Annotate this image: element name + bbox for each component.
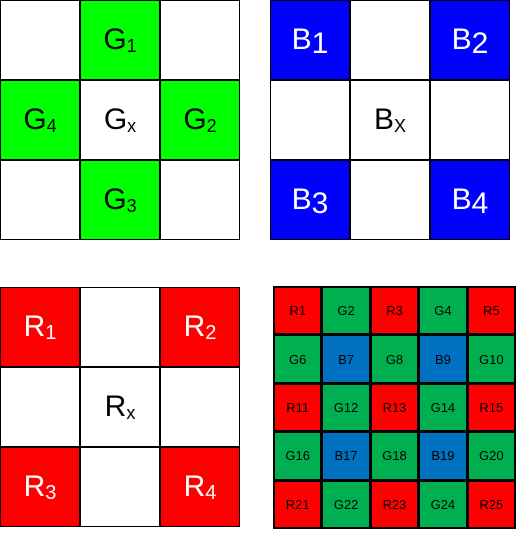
blue-cell — [270, 80, 350, 160]
green-cell — [160, 0, 240, 80]
bayer-cell-r3: R3 — [371, 288, 418, 334]
bayer-cell-g10: G10 — [468, 336, 514, 382]
bayer-cell-r13: R13 — [371, 384, 418, 431]
blue-cell — [350, 0, 430, 80]
bayer-cell-g6: G6 — [275, 336, 321, 382]
bayer-cell-g18: G18 — [371, 433, 418, 479]
bayer-cell-g14: G14 — [420, 384, 466, 431]
bayer-cell-b17: B17 — [323, 433, 369, 479]
bayer-cell-g12: G12 — [323, 384, 369, 431]
green-cell — [160, 160, 240, 240]
bayer-cell-b7: B7 — [323, 336, 369, 382]
blue-cell — [430, 80, 510, 160]
green-cell — [0, 160, 80, 240]
bayer-cell-b19: B19 — [420, 433, 466, 479]
red-cell — [0, 367, 80, 447]
bayer-cell-r25: R25 — [468, 481, 514, 527]
red-cell — [160, 367, 240, 447]
bayer-cell-g8: G8 — [371, 336, 418, 382]
bayer-cell-r21: R21 — [275, 481, 321, 527]
bayer-cell-r23: R23 — [371, 481, 418, 527]
blue-cell — [350, 160, 430, 240]
bayer-cell-g16: G16 — [275, 433, 321, 479]
red-cell — [80, 447, 160, 527]
bayer-cell-r5: R5 — [468, 288, 514, 334]
red-cell — [80, 287, 160, 367]
bayer-cell-g20: G20 — [468, 433, 514, 479]
bayer-cell-r15: R15 — [468, 384, 514, 431]
green-cell — [0, 0, 80, 80]
bayer-cell-g2: G2 — [323, 288, 369, 334]
bayer-cell-g24: G24 — [420, 481, 466, 527]
bayer-cell-r1: R1 — [275, 288, 321, 334]
bayer-cell-r11: R11 — [275, 384, 321, 431]
bayer-cell-b9: B9 — [420, 336, 466, 382]
bayer-cell-g4: G4 — [420, 288, 466, 334]
bayer-cell-g22: G22 — [323, 481, 369, 527]
